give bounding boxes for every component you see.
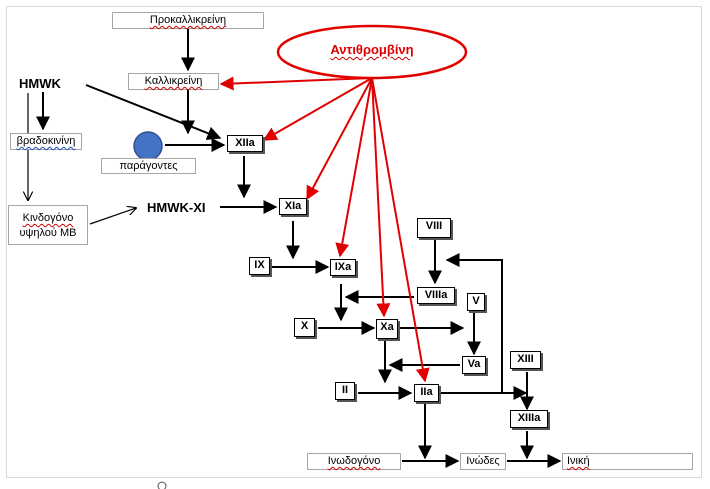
factor-x: X: [294, 318, 315, 337]
factor-ix: IX: [249, 257, 270, 275]
factor-ii: II: [335, 382, 355, 400]
arrow-kininogen-to-hmwk-xi: [89, 208, 136, 225]
factor-xa: Xa: [376, 319, 398, 339]
inhibition-arrow-kallikrein: [219, 76, 373, 91]
inhibition-arrow-xia: [306, 77, 373, 201]
inhibition-arrow-xa: [371, 77, 391, 318]
fibrinogen-label: Ινωδογόνο: [307, 453, 401, 470]
inhibition-arrow-iia: [371, 77, 430, 383]
factor-v: V: [467, 293, 485, 311]
inhibition-arrow-xiia: [262, 77, 373, 141]
factor-viiia: VIIIa: [417, 287, 455, 304]
hmwk-xi-label: HMWK-XI: [147, 200, 206, 215]
antithrombin-label: Αντιθρομβίνη: [330, 42, 414, 57]
factor-va: Va: [462, 356, 486, 374]
factor-node-circle: [133, 131, 163, 161]
factor-viii: VIII: [417, 218, 451, 238]
fibrin-label: Ινική: [562, 453, 693, 470]
factor-xiii: XIII: [510, 351, 541, 369]
diagram-frame: [6, 6, 702, 478]
factor-ixa: IXa: [330, 259, 356, 276]
arrow-iia-feedback-to-viiia: [445, 253, 503, 393]
bradykinin-label: βραδοκινίνη: [10, 133, 82, 150]
factor-xiiia: XIIIa: [510, 410, 548, 428]
decorative-circle: [157, 481, 167, 489]
inhibition-arrow-ixa: [335, 77, 373, 258]
factor-iia: IIa: [414, 384, 439, 402]
fibrin-strands-label: Ινώδες: [460, 453, 506, 470]
factors-label: παράγοντες: [101, 158, 196, 174]
factor-xiia: XIIa: [227, 135, 263, 152]
kallikrein-label: Καλλικρείνη: [128, 73, 219, 90]
factor-xia: XIa: [279, 198, 307, 215]
kininogen-label: Κινδογόνο υψηλού MB: [8, 205, 88, 245]
arrow-hmwk-to-xiia: [85, 84, 222, 140]
prokallikrein-label: Προκαλλικρείνη: [112, 12, 264, 29]
hmwk-label: HMWK: [19, 76, 61, 91]
antithrombin-ellipse: [276, 24, 468, 80]
